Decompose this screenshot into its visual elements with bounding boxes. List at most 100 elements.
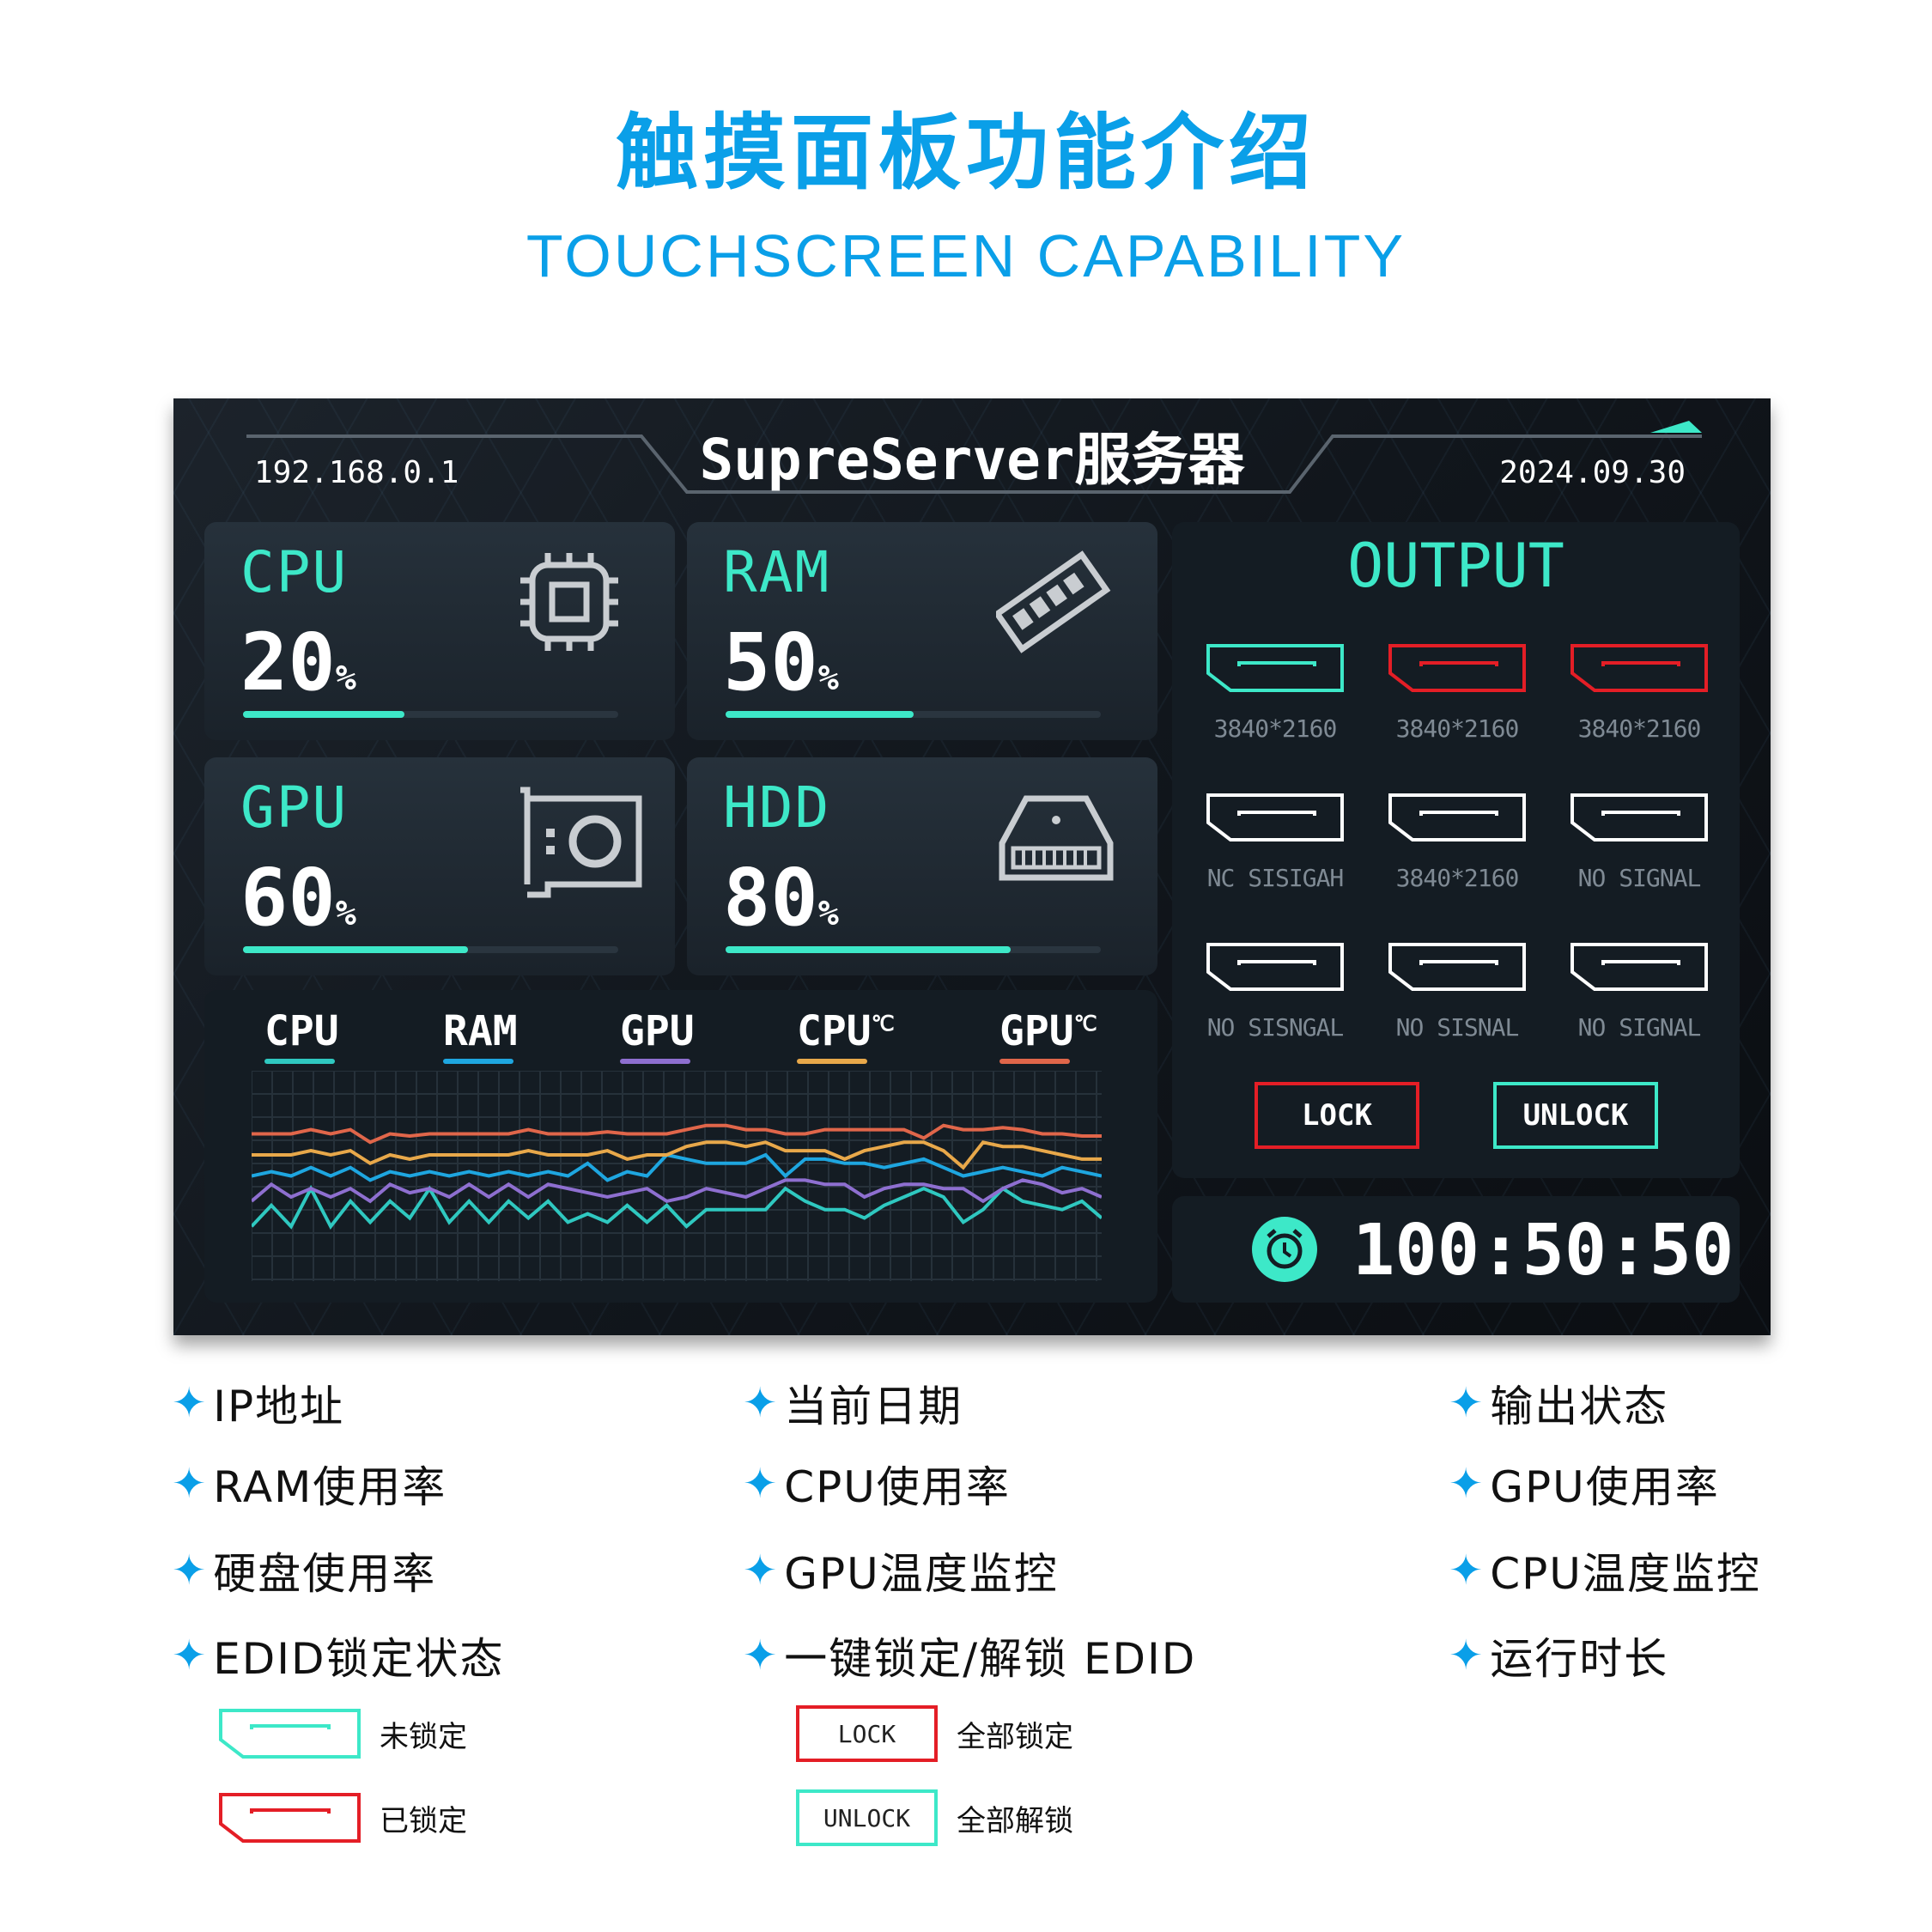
star-bullet-icon: ✦ — [743, 1379, 780, 1427]
feature-label: 当前日期 — [784, 1382, 963, 1431]
card-label: HDD — [723, 775, 831, 841]
feature-label: RAM使用率 — [213, 1462, 447, 1512]
feature-item: ✦CPU使用率 — [743, 1453, 1011, 1515]
card-cpu: CPU 20% — [204, 522, 675, 740]
gpu-card-icon — [520, 787, 642, 898]
legend-unlock-all: UNLOCK 全部解锁 — [796, 1789, 1073, 1846]
output-port-3[interactable]: 3840*2160 — [1571, 644, 1708, 743]
port-resolution: NO SIGNAL — [1577, 864, 1702, 892]
cpu-chip-icon — [520, 553, 618, 651]
usage-bar — [726, 711, 1101, 718]
output-port-2[interactable]: 3840*2160 — [1388, 644, 1526, 743]
legend-swatch — [264, 1059, 335, 1064]
chart-legend-1: CPU — [264, 1007, 339, 1064]
output-port-6[interactable]: NO SIGNAL — [1571, 793, 1708, 892]
display-port-icon — [1571, 943, 1708, 991]
legend-swatch — [443, 1059, 513, 1064]
usage-bar — [243, 946, 618, 953]
star-bullet-icon: ✦ — [743, 1460, 780, 1508]
legend-locked: 已锁定 — [219, 1793, 467, 1843]
port-resolution: 3840*2160 — [1577, 714, 1702, 743]
usage-bar-fill — [726, 711, 914, 718]
star-bullet-icon: ✦ — [743, 1631, 780, 1680]
legend-text: RAM — [443, 1007, 518, 1055]
feature-item: ✦GPU温度监控 — [743, 1540, 1059, 1601]
star-bullet-icon: ✦ — [172, 1379, 209, 1427]
display-port-icon — [1388, 644, 1526, 692]
arrow-icon — [1650, 421, 1702, 433]
unlock-all-button[interactable]: UNLOCK — [1493, 1082, 1658, 1149]
legend-lock-all: LOCK 全部锁定 — [796, 1705, 1073, 1762]
feature-item: ✦当前日期 — [743, 1372, 963, 1434]
series-line-cpu-temp — [252, 1140, 1102, 1170]
feature-label: 运行时长 — [1490, 1634, 1669, 1684]
card-label: CPU — [240, 539, 349, 605]
feature-item: ✦输出状态 — [1449, 1372, 1668, 1434]
feature-label: 输出状态 — [1490, 1382, 1669, 1431]
feature-item: ✦CPU温度监控 — [1449, 1540, 1761, 1601]
output-port-8[interactable]: NO SISNAL — [1388, 943, 1526, 1042]
card-label: GPU — [240, 775, 349, 841]
chart-legend-3: GPU — [620, 1007, 695, 1064]
output-port-9[interactable]: NO SIGNAL — [1571, 943, 1708, 1042]
hdd-icon — [999, 795, 1114, 881]
lock-all-button[interactable]: LOCK — [1255, 1082, 1419, 1149]
feature-label: 硬盘使用率 — [213, 1549, 437, 1599]
card-unit: % — [335, 659, 356, 698]
feature-label: EDID锁定状态 — [213, 1634, 505, 1684]
feature-item: ✦一键锁定/解锁 EDID — [743, 1625, 1196, 1686]
legend-text: GPU — [620, 1007, 695, 1055]
usage-bar-fill — [243, 711, 404, 718]
touchscreen-panel: 192.168.0.1 SupreServer服务器 2024.09.30 CP… — [173, 398, 1771, 1335]
chart-legend-4: CPU℃ — [797, 1007, 895, 1064]
output-port-7[interactable]: NO SISNGAL — [1206, 943, 1344, 1042]
card-unit: % — [817, 894, 839, 933]
star-bullet-icon: ✦ — [172, 1460, 209, 1508]
usage-bar — [726, 946, 1101, 953]
star-bullet-icon: ✦ — [743, 1546, 780, 1595]
display-port-icon — [1388, 943, 1526, 991]
port-resolution: 3840*2160 — [1395, 714, 1520, 743]
series-line-gpu-temp — [252, 1123, 1102, 1145]
card-value: 50% — [723, 617, 839, 708]
feature-item: ✦GPU使用率 — [1449, 1453, 1720, 1515]
star-bullet-icon: ✦ — [1449, 1631, 1485, 1680]
legend-lock-all-label: 全部锁定 — [957, 1719, 1073, 1754]
unlock-sample-button: UNLOCK — [796, 1789, 938, 1846]
output-title: OUTPUT — [1347, 531, 1564, 601]
legend-unlock-all-label: 全部解锁 — [957, 1803, 1073, 1838]
port-unlocked-icon — [219, 1709, 361, 1759]
port-locked-icon — [219, 1793, 361, 1843]
feature-item: ✦EDID锁定状态 — [172, 1625, 505, 1686]
feature-label: IP地址 — [213, 1382, 345, 1431]
output-port-1[interactable]: 3840*2160 — [1206, 644, 1344, 743]
runtime-panel: 100:50:50 — [1172, 1196, 1740, 1303]
star-bullet-icon: ✦ — [172, 1631, 209, 1680]
output-port-4[interactable]: NC SISIGAH — [1206, 793, 1344, 892]
port-resolution: NO SIGNAL — [1577, 1013, 1702, 1042]
display-port-icon — [1206, 943, 1344, 991]
feature-label: GPU使用率 — [1490, 1462, 1720, 1512]
card-unit: % — [817, 659, 839, 698]
feature-item: ✦运行时长 — [1449, 1625, 1668, 1686]
ip-address: 192.168.0.1 — [254, 455, 459, 490]
feature-label: CPU使用率 — [784, 1462, 1011, 1512]
feature-item: ✦硬盘使用率 — [172, 1540, 436, 1601]
port-resolution: NC SISIGAH — [1206, 864, 1345, 892]
series-line-ram — [252, 1152, 1102, 1182]
card-value: 60% — [240, 852, 356, 944]
display-port-icon — [1206, 644, 1344, 692]
card-ram: RAM 50% — [687, 522, 1157, 740]
ram-stick-icon — [996, 550, 1111, 653]
card-gpu: GPU 60% — [204, 757, 675, 975]
display-port-icon — [1571, 793, 1708, 841]
series-line-cpu — [252, 1184, 1102, 1230]
output-panel: OUTPUT 3840*2160 3840*2160 3840*2160 NC SIS… — [1172, 522, 1740, 1178]
output-port-5[interactable]: 3840*2160 — [1388, 793, 1526, 892]
legend-text: CPU — [264, 1007, 339, 1055]
usage-bar-fill — [243, 946, 469, 953]
legend-unlocked-label: 未锁定 — [380, 1719, 467, 1754]
lock-sample-button: LOCK — [796, 1705, 938, 1762]
legend-locked-label: 已锁定 — [380, 1803, 467, 1838]
